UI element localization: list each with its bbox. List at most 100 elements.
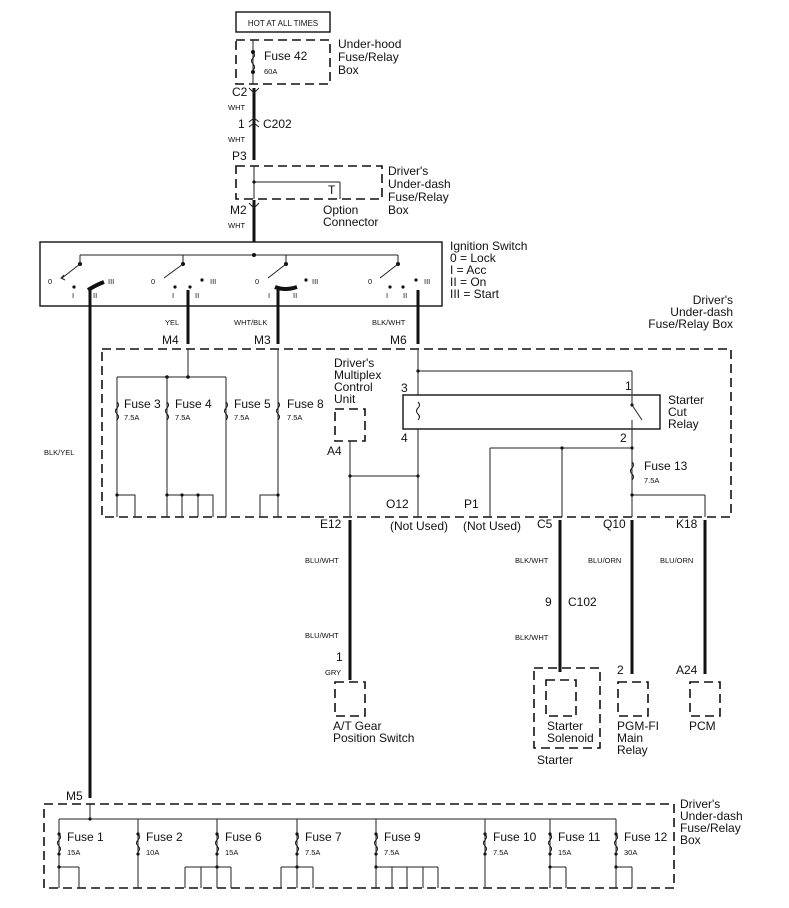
underhood-label-3: Box [338, 63, 359, 77]
pos-ii: II [195, 291, 199, 300]
dash-fuse-box-bottom: Driver's Under-dash Fuse/Relay Box [43, 797, 743, 889]
relay-pin-4: 4 [401, 431, 408, 445]
underhood-fuse-box: Fuse 42 60A Under-hood Fuse/Relay Box [235, 37, 401, 85]
underhood-label-1: Under-hood [338, 37, 401, 51]
at-gear-label-2: Position Switch [333, 731, 414, 745]
mcu-box [334, 408, 366, 442]
pos-ii: II [93, 291, 97, 300]
starter-cut-relay-box [402, 394, 661, 430]
bottom-fuse-label: Fuse 10 [493, 830, 537, 844]
dash-top-label-1: Driver's [388, 164, 428, 178]
option-connector-label-1: Option [323, 203, 358, 217]
mcu-label-4: Unit [334, 392, 356, 406]
relay-label-3: Relay [668, 417, 699, 431]
fuse-8-rating: 7.5A [287, 413, 302, 422]
hot-at-all-times-label: HOT AT ALL TIMES [248, 19, 318, 28]
bottom-fuse-label: Fuse 1 [67, 830, 104, 844]
underhood-label-2: Fuse/Relay [338, 50, 399, 64]
pos-0: 0 [48, 277, 52, 286]
wire-color-wht: WHT [228, 135, 245, 144]
relay-pin-1: 1 [625, 379, 632, 393]
bottom-fuse-7: Fuse 11 15A [548, 819, 601, 888]
solenoid-label-1: Starter [547, 719, 583, 733]
wire-color-blk-wht: BLK/WHT [515, 633, 549, 642]
legend-lock: 0 = Lock [450, 251, 497, 265]
wire-color-yel: YEL [165, 318, 179, 327]
starter-label: Starter [537, 753, 573, 767]
relay-label-2: Cut [668, 405, 687, 419]
pcm-label: PCM [689, 719, 716, 733]
o12-not-used: (Not Used) [390, 519, 448, 533]
pos-ii: II [403, 291, 407, 300]
dash-main-label-1: Driver's [693, 293, 733, 307]
bottom-fuse-rating: 15A [67, 848, 80, 857]
m6-label: M6 [390, 333, 407, 347]
hot-at-all-times-box: HOT AT ALL TIMES [235, 11, 331, 33]
pos-iii: III [312, 277, 318, 286]
starter-box [533, 667, 601, 749]
wire-color-blu-wht: BLU/WHT [305, 631, 339, 640]
solenoid-label-2: Solenoid [547, 731, 594, 745]
pos-i: I [386, 291, 388, 300]
c102-label: C102 [568, 595, 597, 609]
m2-label: M2 [230, 203, 247, 217]
bottom-fuse-6: Fuse 107.5A [483, 819, 537, 888]
pos-i: I [268, 291, 270, 300]
c202-pin: 1 [238, 117, 245, 131]
dash-bottom-label-1: Driver's [680, 797, 720, 811]
pgmfi-label-1: PGM-FI [617, 719, 659, 733]
wire-color-blu-orn: BLU/ORN [588, 556, 621, 565]
at-gear-pin: 1 [336, 650, 343, 664]
dash-bottom-label-4: Box [680, 833, 701, 847]
fuse-5-label: Fuse 5 [234, 397, 271, 411]
dash-main-label-3: Fuse/Relay Box [648, 317, 733, 331]
bottom-fuse-1: Fuse 1 15A [57, 819, 104, 888]
fuse-4-label: Fuse 4 [175, 397, 212, 411]
m3-label: M3 [254, 333, 271, 347]
at-gear-switch-box [334, 681, 366, 717]
bottom-fuse-label: Fuse 6 [225, 830, 262, 844]
pos-i: I [172, 291, 174, 300]
bottom-fuse-3: Fuse 6 15A [184, 819, 262, 888]
dash-top-label-2: Under-dash [388, 177, 451, 191]
wire-color-blk-wht: BLK/WHT [372, 318, 406, 327]
wire-color-blu-orn: BLU/ORN [660, 556, 693, 565]
bottom-fuse-label: Fuse 11 [558, 830, 601, 844]
bottom-fuse-rating: 15A [225, 848, 238, 857]
wire-color-wht: WHT [228, 221, 245, 230]
bottom-fuse-label: Fuse 9 [384, 830, 421, 844]
bottom-fuse-label: Fuse 2 [146, 830, 183, 844]
wire-color-wht-blk: WHT/BLK [234, 318, 267, 327]
pgmfi-label-3: Relay [617, 743, 648, 757]
wire-color-blk-wht: BLK/WHT [515, 556, 549, 565]
fuse-13-rating: 7.5A [644, 476, 659, 485]
mcu-label-2: Multiplex [334, 368, 381, 382]
pos-0: 0 [368, 277, 372, 286]
pgmfi-label-2: Main [617, 731, 643, 745]
ignition-switch: 0 I II III 0 I II III 0 I II III 0 I II … [39, 239, 527, 307]
dash-fuse-box-main: Driver's Under-dash Fuse/Relay Box Fuse … [101, 293, 733, 518]
fuse-4-rating: 7.5A [175, 413, 190, 422]
ignition-switch-title: Ignition Switch [450, 239, 527, 253]
bottom-fuse-rating: 7.5A [384, 848, 399, 857]
a4-label: A4 [327, 444, 342, 458]
wire-color-blk-yel: BLK/YEL [44, 448, 74, 457]
c102-pin: 9 [545, 595, 552, 609]
pos-i: I [72, 291, 74, 300]
fuse-8-label: Fuse 8 [287, 397, 324, 411]
mcu-label-1: Driver's [334, 356, 374, 370]
c202-label: C202 [263, 117, 292, 131]
bottom-fuse-rating: 15A [558, 848, 571, 857]
legend-start: III = Start [450, 287, 500, 301]
dash-fuse-box-top: T Driver's Under-dash Fuse/Relay Box Opt… [235, 164, 451, 229]
pos-iii: III [424, 277, 430, 286]
legend-acc: I = Acc [450, 263, 486, 277]
pos-ii: II [293, 291, 297, 300]
starter-solenoid-box [545, 679, 577, 717]
wire-color-gry: GRY [325, 668, 341, 677]
m5-label: M5 [66, 789, 83, 803]
fuse-5-rating: 7.5A [234, 413, 249, 422]
